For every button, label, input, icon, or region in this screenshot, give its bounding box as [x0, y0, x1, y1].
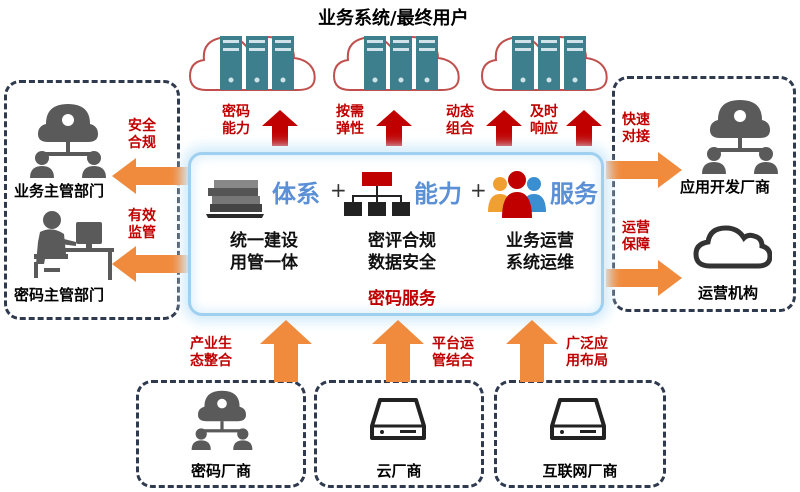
center-text: 密评合规: [368, 231, 436, 251]
center-footer: 密码服务: [368, 289, 436, 309]
label-line: 组合: [446, 121, 474, 137]
arrow-icon: [606, 258, 682, 298]
right-stakeholder-box: [612, 76, 796, 312]
plus-sign: +: [330, 178, 347, 202]
center-text: 系统运维: [506, 253, 574, 273]
arrow-icon: [260, 320, 312, 382]
center-text: 统一建设: [230, 231, 298, 251]
center-text: 用管一体: [230, 253, 298, 273]
provider-box: [136, 380, 306, 488]
arrow-label-line: 快速: [622, 112, 650, 128]
top-title: 业务系统/最终用户: [318, 8, 469, 29]
cloud-outline-icon: [692, 222, 772, 272]
arrow-icon: [372, 320, 424, 382]
center-text: 业务运营: [506, 231, 574, 251]
people-group-icon: [180, 386, 264, 450]
arrow-icon: [486, 110, 522, 146]
label-line: 平台运: [432, 336, 474, 352]
label-line: 响应: [530, 121, 558, 137]
provider-arrow-label: 平台运管结合: [432, 336, 474, 370]
left-lower-name: 密码主管部门: [14, 286, 105, 304]
right-upper-name: 应用开发厂商: [680, 178, 771, 196]
label-line: 态整合: [190, 353, 232, 369]
team-service-icon: [486, 168, 548, 220]
arrow-icon: [566, 110, 602, 146]
label-line: 动态: [446, 104, 474, 120]
server-capability-label: 按需弹性: [336, 104, 364, 138]
provider-name: 互联网厂商: [542, 462, 618, 480]
arrow-icon: [376, 110, 412, 146]
label-line: 及时: [530, 104, 558, 120]
server-cloud-icon: [186, 28, 320, 100]
server-capability-label: 密码能力: [222, 104, 250, 138]
arrow-label-ops: 运营 保障: [622, 220, 650, 254]
arrow-icon: [606, 150, 682, 190]
server-capability-label: 动态组合: [446, 104, 474, 138]
label-line: 广泛应: [566, 336, 608, 352]
label-line: 用布局: [566, 353, 608, 369]
arrow-label-safe: 安全 合规: [128, 118, 156, 152]
label-line: 管结合: [432, 353, 474, 369]
center-column-3: 业务运营 系统运维: [494, 230, 586, 274]
arrow-icon: [262, 110, 298, 146]
center-column-1: 统一建设 用管一体: [218, 230, 310, 274]
people-group-icon: [698, 94, 782, 174]
arrow-label-fast: 快速 对接: [622, 112, 650, 146]
server-capability-label: 及时响应: [530, 104, 558, 138]
hard-drive-icon: [550, 396, 606, 442]
left-stakeholder-box: [4, 80, 180, 320]
pillar-service: 服务: [550, 180, 598, 208]
books-icon: [204, 172, 266, 218]
server-cloud-icon: [330, 28, 464, 100]
provider-box: [494, 380, 666, 488]
plus-sign: +: [470, 178, 487, 202]
arrow-icon: [112, 156, 188, 196]
center-text: 数据安全: [368, 253, 436, 273]
arrow-label-line: 运营: [622, 220, 650, 236]
provider-arrow-label: 广泛应用布局: [566, 336, 608, 370]
arrow-label-line: 安全: [128, 118, 156, 134]
left-upper-name: 业务主管部门: [14, 182, 105, 200]
label-line: 产业生: [190, 336, 232, 352]
office-worker-icon: [20, 208, 120, 282]
arrow-label-line: 对接: [622, 129, 650, 145]
provider-name: 云厂商: [376, 462, 422, 480]
arrow-label-line: 有效: [128, 208, 156, 224]
label-line: 密码: [222, 104, 250, 120]
arrow-icon: [112, 244, 188, 284]
crypto-service-box: [188, 152, 604, 316]
arrow-label-line: 监管: [128, 225, 156, 241]
center-column-2: 密评合规 数据安全: [356, 230, 448, 274]
hard-drive-icon: [370, 396, 426, 442]
label-line: 弹性: [336, 121, 364, 137]
label-line: 能力: [222, 121, 250, 137]
server-cloud-icon: [478, 28, 612, 100]
right-lower-name: 运营机构: [698, 284, 759, 302]
network-blocks-icon: [344, 170, 410, 220]
label-line: 按需: [336, 104, 364, 120]
pillar-capability: 能力: [414, 180, 462, 208]
arrow-label-supervise: 有效 监管: [128, 208, 156, 242]
arrow-label-line: 合规: [128, 135, 156, 151]
arrow-label-line: 保障: [622, 237, 650, 253]
arrow-icon: [506, 320, 558, 382]
provider-name: 密码厂商: [190, 462, 251, 480]
people-group-icon: [26, 98, 110, 178]
pillar-system: 体系: [272, 180, 320, 208]
provider-arrow-label: 产业生态整合: [190, 336, 232, 370]
